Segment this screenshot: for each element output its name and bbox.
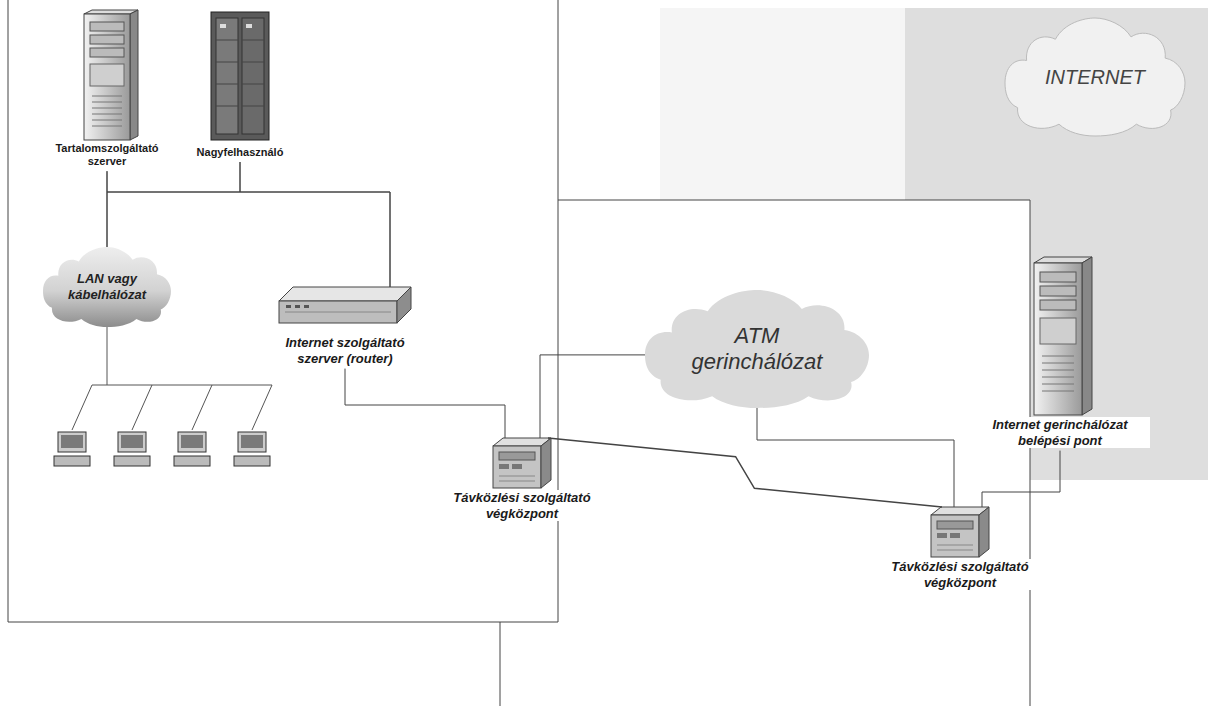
router-icon (295, 305, 300, 308)
router-icon (286, 305, 291, 308)
telecom-switch-icon (499, 452, 535, 460)
network-link (345, 369, 505, 438)
device-node: Internet szolgáltató szerver (router) (256, 287, 434, 369)
device-label: Távközlési szolgáltató végközpont (870, 559, 1050, 590)
workstation-icon (178, 432, 206, 452)
network-cloud: LAN vagy kábelhálózat (43, 247, 171, 327)
telecom-switch-icon (499, 476, 535, 481)
telecom-switch-icon (931, 507, 989, 557)
cloud-label: LAN vagy kábelhálózat (57, 271, 157, 302)
router-icon (285, 312, 391, 313)
workstation-icon (238, 432, 266, 452)
workstation-icon (54, 432, 270, 466)
cloud-label: ATM gerinchálózat (677, 323, 837, 376)
device-label: Távközlési szolgáltató végközpont (432, 490, 612, 521)
region-frames (500, 622, 501, 706)
backbone-server-icon (1042, 356, 1074, 391)
mainframe-icon (216, 40, 264, 106)
router-icon (279, 287, 411, 301)
backbone-server-icon (1034, 257, 1092, 415)
telecom-switch-icon (499, 464, 509, 469)
device-node: Távközlési szolgáltató végközpont (428, 438, 616, 524)
telecom-switch-icon (541, 438, 551, 488)
device-label: Nagyfelhasználó (196, 146, 285, 159)
backbone-server-icon (1040, 272, 1076, 282)
lan-wiring (72, 327, 272, 430)
device-label: Internet szolgáltató szerver (router) (260, 335, 430, 366)
mainframe-icon (211, 12, 269, 140)
telecom-switch-icon (950, 533, 960, 538)
workstation-icon (114, 456, 150, 466)
region-frames (660, 8, 905, 200)
region-frames (558, 200, 1030, 706)
network-link (757, 408, 954, 507)
server-tower-icon (130, 10, 138, 140)
mainframe-icon (211, 12, 269, 140)
mainframe-icon (242, 18, 264, 134)
server-tower-icon (90, 22, 124, 31)
mainframe-icon (220, 24, 226, 28)
server-tower-icon (90, 48, 124, 57)
server-tower-icon (84, 10, 138, 140)
workstation-icon (121, 435, 143, 448)
telecom-switch-icon (493, 446, 541, 488)
cloud-outline (1005, 18, 1185, 136)
server-tower-icon (90, 64, 124, 86)
telecom-switch-icon (937, 545, 973, 550)
server-tower-icon (84, 14, 130, 140)
router-icon (304, 305, 309, 308)
server-tower-icon (90, 35, 124, 44)
region-frames (558, 200, 1030, 706)
backbone-server-icon (1040, 300, 1076, 310)
network-cloud: INTERNET (1005, 18, 1185, 136)
region-frames (8, 0, 1208, 706)
backbone-server-icon (1040, 286, 1076, 296)
telecom-switch-icon (979, 507, 989, 557)
device-node: Tartalomszolgáltató szerver (41, 8, 174, 171)
workstation-icon (118, 432, 146, 452)
lan-wiring (72, 327, 272, 430)
workstation-icon (241, 435, 263, 448)
router-icon (397, 287, 411, 323)
backbone-server-icon (1034, 263, 1082, 415)
telecom-switch-icon (512, 464, 522, 469)
network-link (540, 355, 645, 438)
network-cloud: ATM gerinchálózat (645, 290, 869, 408)
network-link (982, 451, 1060, 507)
workstation-icon (181, 435, 203, 448)
workstation-icon (234, 456, 270, 466)
telecom-switch-icon (931, 515, 979, 557)
server-tower-icon (84, 10, 138, 14)
workstation-icon (54, 456, 90, 466)
server-tower-icon (92, 96, 122, 126)
device-label: Tartalomszolgáltató szerver (45, 142, 170, 168)
region-frames (8, 0, 558, 622)
telecom-switch-icon (937, 533, 947, 538)
device-label: Internet gerinchálózat belépési pont (970, 417, 1150, 448)
router-icon (279, 301, 397, 323)
cloud-outline (43, 247, 171, 327)
network-link (107, 162, 240, 247)
cloud-label: INTERNET (1045, 65, 1145, 89)
router-icon (279, 287, 411, 323)
mainframe-icon (216, 18, 238, 134)
device-node: Távközlési szolgáltató végközpont (866, 507, 1054, 593)
device-node: Nagyfelhasználó (192, 8, 289, 162)
telecom-switch-icon (937, 521, 973, 529)
cloud-outline (645, 290, 869, 408)
workstation-icon (61, 435, 83, 448)
backbone-server-icon (1040, 318, 1076, 344)
telecom-switch-icon (493, 438, 551, 488)
device-node: Internet gerinchálózat belépési pont (966, 257, 1154, 451)
backbone-server-icon (1082, 257, 1092, 415)
workstation-icon (58, 432, 86, 452)
workstation-icon (174, 456, 210, 466)
mainframe-icon (246, 24, 252, 28)
network-link (240, 162, 390, 287)
